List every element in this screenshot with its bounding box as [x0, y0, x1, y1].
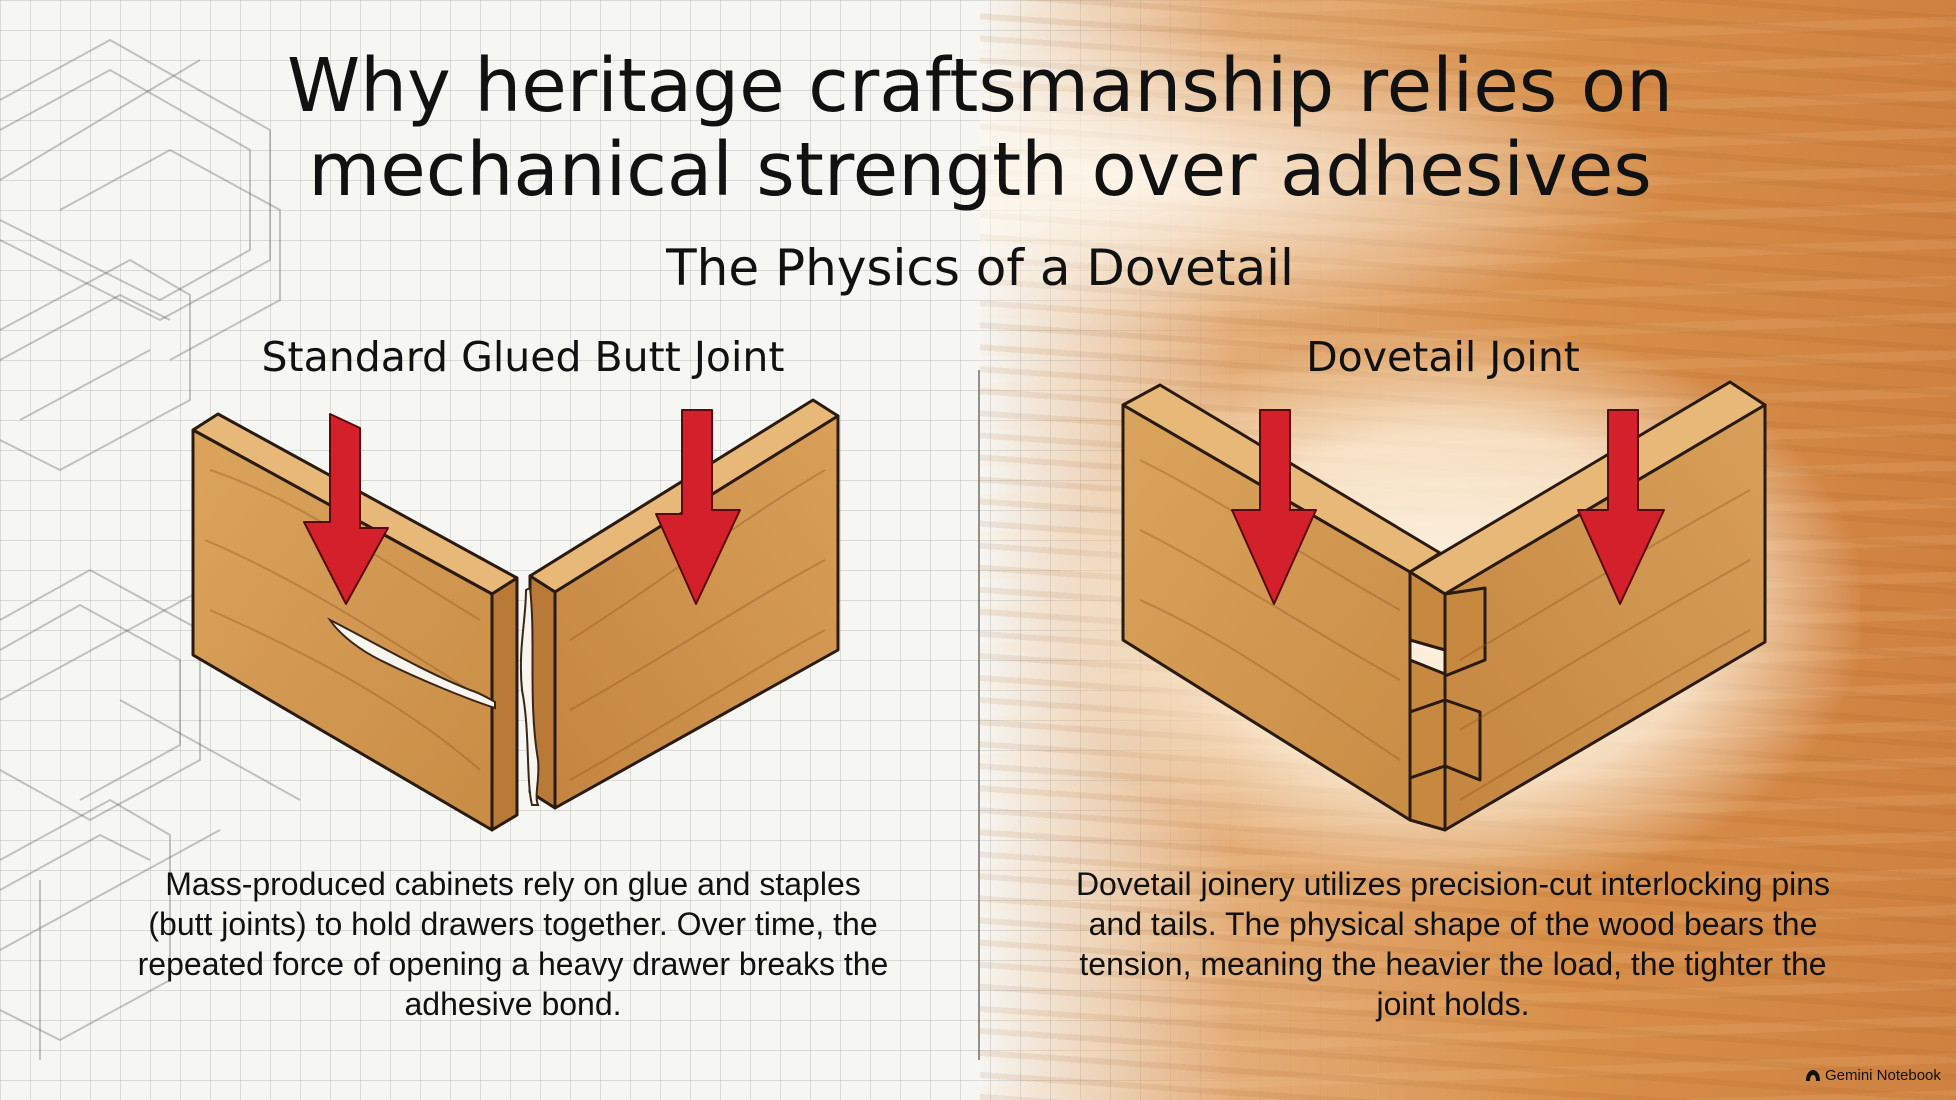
panel-divider [978, 370, 980, 1060]
logo-text: Gemini Notebook [1825, 1066, 1941, 1084]
brand-logo: Gemini Notebook [1805, 1064, 1950, 1086]
butt-joint-heading: Standard Glued Butt Joint [261, 333, 785, 381]
subtitle: The Physics of a Dovetail [666, 239, 1294, 297]
dovetail-force-arrows [1231, 409, 1665, 605]
dovetail-pins-tails [1408, 570, 1487, 832]
force-arrows [303, 409, 741, 605]
butt-joint-description: Mass-produced cabinets rely on glue and … [137, 866, 889, 1022]
glue-crack [327, 586, 540, 806]
notebook-logo-icon [1806, 1070, 1820, 1081]
title-glow [980, 30, 1680, 330]
dovetail-joint-heading: Dovetail Joint [1306, 333, 1580, 381]
page-title: Why heritage craftsmanship relies on mec… [286, 43, 1674, 213]
dovetail-joint-description: Dovetail joinery utilizes precision-cut … [1075, 866, 1831, 1022]
